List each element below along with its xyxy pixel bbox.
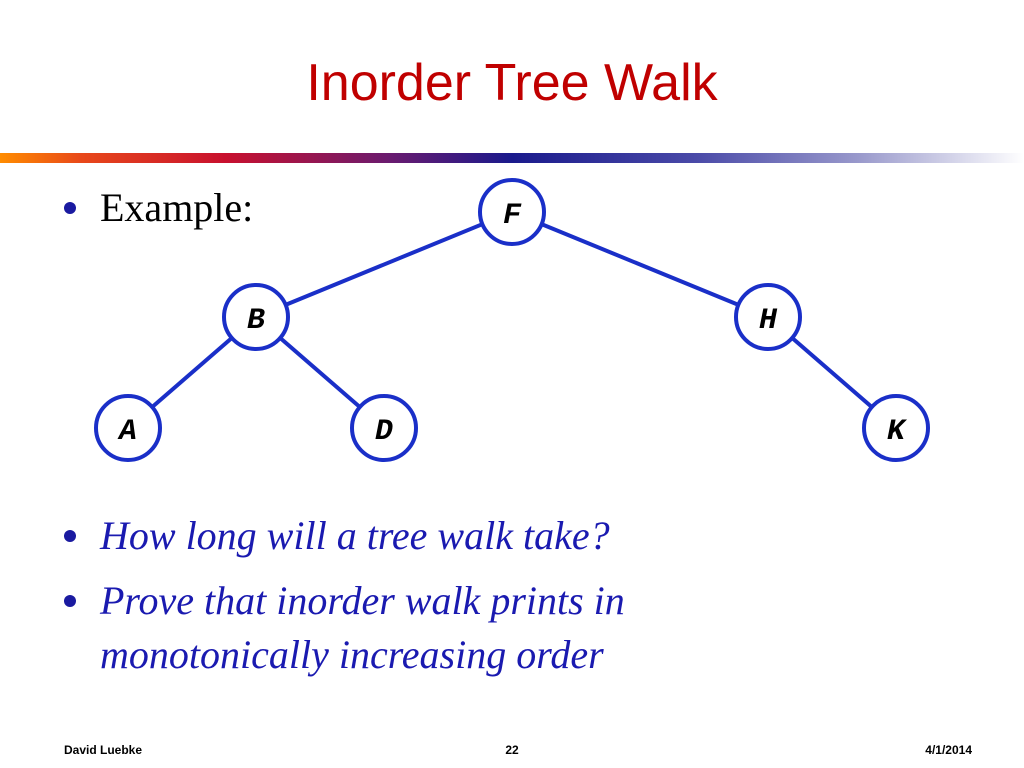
bullet-question-time: How long will a tree walk take? — [64, 509, 964, 563]
node-D — [350, 394, 418, 462]
footer-author: David Luebke — [64, 743, 143, 757]
bullet-dot — [64, 530, 76, 542]
node-label-B: B — [247, 304, 265, 338]
node-label-A: A — [117, 415, 137, 449]
node-label-D: D — [375, 415, 393, 449]
footer-date: 4/1/2014 — [925, 743, 972, 757]
bullet-example: Example: — [64, 181, 964, 235]
edge-F-B — [255, 210, 513, 319]
node-K — [862, 394, 930, 462]
bullet-prove-order: Prove that inorder walk prints in monoto… — [64, 574, 764, 682]
bullet-text: Prove that inorder walk prints in monoto… — [100, 578, 625, 677]
bullet-text: How long will a tree walk take? — [100, 513, 610, 558]
edge-F-H — [511, 210, 769, 319]
node-A — [94, 394, 162, 462]
node-H — [734, 283, 802, 351]
node-F — [478, 178, 546, 246]
bullet-dot — [64, 202, 76, 214]
bullet-dot — [64, 595, 76, 607]
bullet-text: Example: — [100, 185, 254, 230]
slide-title: Inorder Tree Walk — [306, 54, 718, 112]
node-label-K: K — [887, 415, 908, 449]
node-B — [222, 283, 290, 351]
node-label-H: H — [759, 304, 778, 338]
footer-page-number: 22 — [505, 743, 519, 757]
title-gradient-rule — [0, 153, 1024, 163]
node-label-F: F — [503, 199, 522, 233]
